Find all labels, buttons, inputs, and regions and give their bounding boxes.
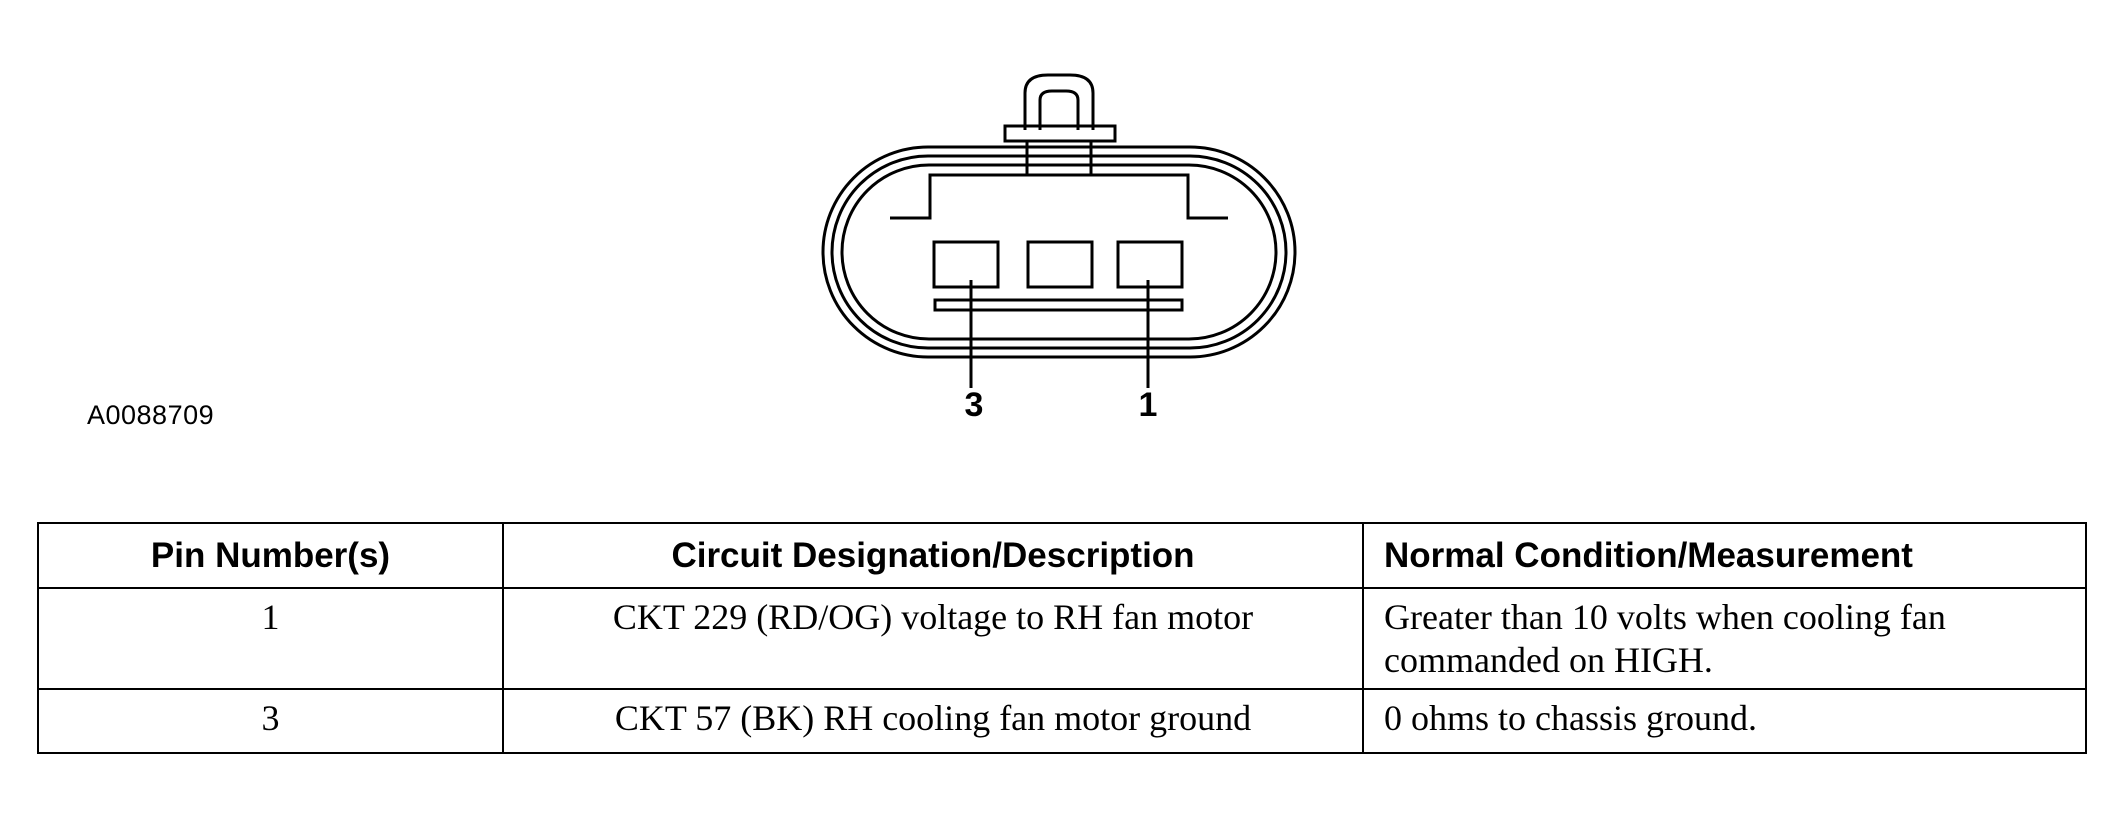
header-pin-number: Pin Number(s) [37, 522, 504, 589]
cell-description: CKT 229 (RD/OG) voltage to RH fan motor [502, 587, 1364, 690]
table-row: 1 CKT 229 (RD/OG) voltage to RH fan moto… [37, 587, 2087, 690]
connector-figure: A0088709 3 1 [87, 73, 1297, 430]
housing-outer [821, 145, 1297, 359]
plug-profile [890, 173, 1228, 220]
cell-description: CKT 57 (BK) RH cooling fan motor ground [502, 688, 1364, 754]
lock-tab-base [1003, 124, 1117, 143]
pinout-table: Pin Number(s) Circuit Designation/Descri… [37, 522, 2087, 754]
cavity-2 [1026, 240, 1094, 289]
figure-id: A0088709 [87, 400, 215, 430]
pin-label-1: 1 [1138, 386, 1158, 424]
table-row: 3 CKT 57 (BK) RH cooling fan motor groun… [37, 688, 2087, 754]
housing-middle [830, 154, 1288, 350]
cavity-3 [932, 240, 1000, 289]
table-header-row: Pin Number(s) Circuit Designation/Descri… [37, 522, 2087, 589]
lock-tab-inner [1038, 89, 1080, 130]
pin-label-3: 3 [964, 386, 984, 424]
cell-measurement: Greater than 10 volts when cooling fan c… [1362, 587, 2087, 690]
header-normal-condition: Normal Condition/Measurement [1362, 522, 2087, 589]
cavity-1 [1116, 240, 1184, 289]
cell-pin: 1 [37, 587, 504, 690]
header-circuit-description: Circuit Designation/Description [502, 522, 1364, 589]
cell-pin: 3 [37, 688, 504, 754]
lock-tab [1023, 73, 1095, 130]
cell-measurement: 0 ohms to chassis ground. [1362, 688, 2087, 754]
connector-face-diagram [821, 73, 1297, 388]
key-bar [933, 298, 1184, 312]
housing-inner [840, 163, 1278, 341]
